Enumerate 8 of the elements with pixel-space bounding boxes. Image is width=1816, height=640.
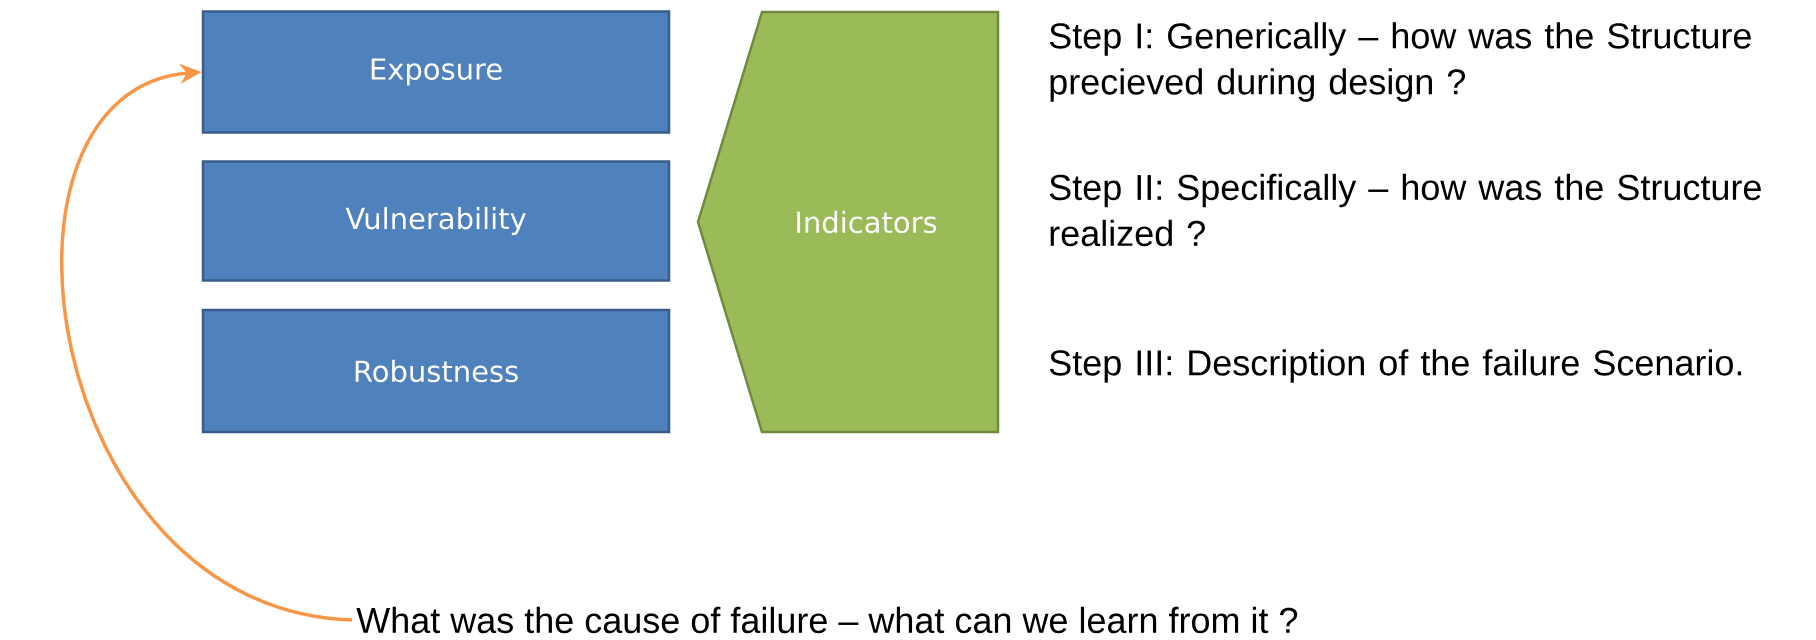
- process-box: Robustness: [201, 308, 671, 434]
- step-text: Step III: Description of the failure Scenario.: [1049, 349, 1742, 383]
- curved-arrow: [60, 63, 353, 622]
- process-box: Vulnerability: [201, 160, 671, 282]
- question-text: What was the cause of failure – what can we learn from it ?: [356, 606, 1298, 634]
- step-text: Step II: Specifically – how was the Structure realized ?: [1049, 173, 1761, 247]
- step-text: Step I: Generically – how was the Structure precieved during design ?: [1049, 22, 1751, 102]
- process-box: Exposure: [201, 10, 671, 134]
